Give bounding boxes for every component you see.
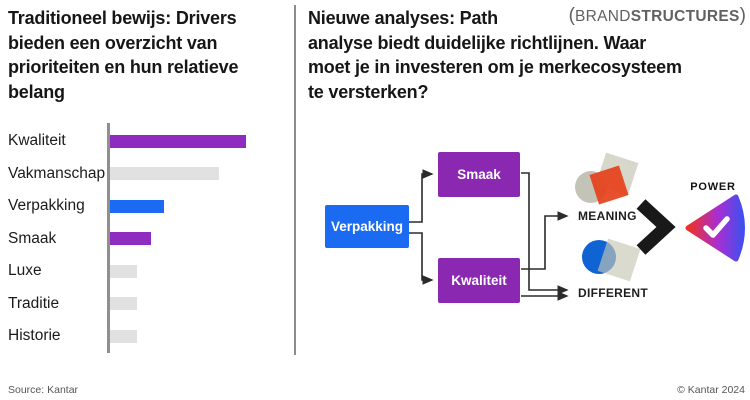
source-note: Source: Kantar: [8, 384, 79, 396]
bar-kwaliteit: [110, 134, 246, 148]
checkmark-icon: [703, 216, 730, 238]
logo-brand: BRAND: [574, 8, 631, 25]
power-label: POWER: [690, 181, 736, 193]
right-title-line: moet je in investeren om je merkecosyste…: [308, 57, 682, 77]
chart-axis: [107, 123, 110, 353]
bar-historie: [110, 329, 137, 343]
bar-label-verpakking: Verpakking: [8, 197, 85, 214]
bar-traditie: [110, 297, 137, 310]
right-title-line: te versterken?: [308, 81, 429, 102]
bar-vakmanschap: [110, 167, 219, 180]
left-title: Traditioneel bewijs: Drivers bieden een …: [8, 6, 238, 104]
meaning-label: MEANING: [578, 209, 637, 223]
left-title-line: bieden een overzicht van: [8, 32, 218, 53]
bar-label-historie: Historie: [8, 327, 61, 344]
logo-paren-open: (: [568, 5, 575, 26]
logo-structures: STRUCTURES: [630, 8, 740, 25]
bar-label-traditie: Traditie: [8, 294, 60, 312]
edge-kwaliteit-meaning: [521, 211, 569, 270]
left-title-line: prioriteiten en hun relatieve: [8, 57, 239, 77]
bar-label-kwaliteit: Kwaliteit: [8, 132, 66, 149]
brandstructures-logo: ( BRAND STRUCTURES ): [569, 5, 746, 27]
meaning-shapes-icon: [575, 152, 639, 205]
logo-paren-close: ): [739, 5, 746, 26]
panel-divider: [294, 5, 296, 355]
bar-verpakking: [110, 199, 164, 213]
bar-luxe: [110, 264, 137, 278]
left-title-line: belang: [8, 81, 65, 102]
power-wedge-icon: [685, 194, 745, 262]
edge-smaak-different: [521, 172, 569, 295]
bar-label-smaak: Smaak: [8, 229, 57, 247]
left-title-line: Traditioneel bewijs: Drivers: [8, 8, 237, 28]
different-shapes-icon: [582, 238, 641, 282]
node-smaak: Smaak: [438, 152, 520, 197]
right-title: Nieuwe analyses: Path analyse biedt duid…: [308, 6, 682, 104]
bar-label-vakmanschap: Vakmanschap: [8, 164, 106, 182]
right-title-line: Nieuwe analyses: Path: [308, 8, 498, 28]
edge-verpakking-kwaliteit: [409, 232, 434, 285]
copyright-note: © Kantar 2024: [677, 384, 745, 396]
edge-verpakking-smaak: [409, 169, 434, 223]
chevron-greater-icon: [636, 199, 676, 255]
bar-label-luxe: Luxe: [8, 262, 42, 279]
different-label: DIFFERENT: [578, 286, 649, 300]
right-title-line: analyse biedt duidelijke richtlijnen. Wa…: [308, 32, 647, 53]
node-verpakking: Verpakking: [325, 205, 409, 248]
node-kwaliteit: Kwaliteit: [438, 258, 520, 303]
bar-smaak: [110, 232, 151, 245]
